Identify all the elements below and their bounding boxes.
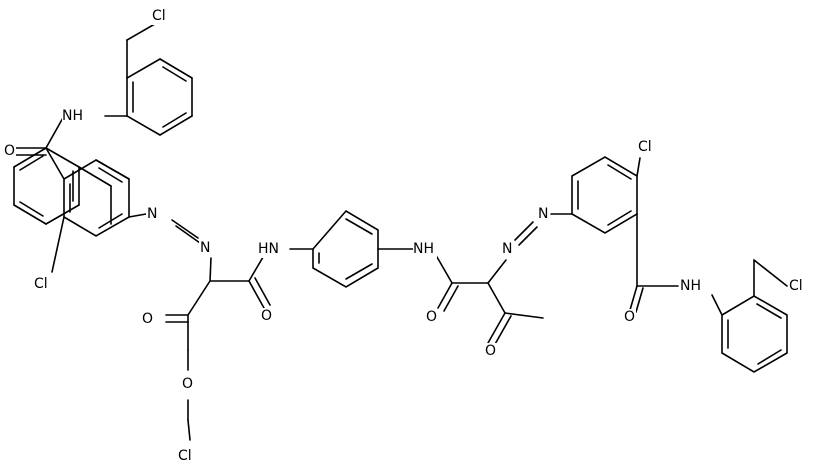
label-o-right-amide: O xyxy=(426,309,437,325)
ring-right-chlorophenyl xyxy=(571,156,638,234)
label-cl-top: Cl xyxy=(152,8,166,24)
ring-left-link-top xyxy=(78,166,112,187)
label-cl-bottom: Cl xyxy=(178,448,192,464)
bond-ring-to-azo xyxy=(128,213,147,218)
label-cl-right-chloromethyl: Cl xyxy=(789,278,803,294)
label-o-ether: O xyxy=(182,376,193,392)
label-o-right-benzamide: O xyxy=(624,309,635,325)
label-nh-center-right: NH xyxy=(413,241,434,257)
ring-top-chloromethylphenyl xyxy=(126,58,193,136)
chain-right xyxy=(436,256,544,347)
bond-ring-to-carbonyl xyxy=(45,147,65,180)
chain-left xyxy=(165,251,271,441)
label-o-left-ketone: O xyxy=(142,311,153,327)
ring-right-chloromethylphenyl xyxy=(721,295,788,373)
chloromethyl-top xyxy=(126,20,161,79)
ring-left-chlorophenyl xyxy=(13,147,80,225)
label-n-azo-right-b: N xyxy=(538,206,548,222)
ring-center-phenylene xyxy=(312,209,379,288)
label-o-right-ketone: O xyxy=(485,343,496,359)
label-hn-center-left: HN xyxy=(258,241,279,257)
amide-right xyxy=(629,285,723,316)
label-cl-right-ring: Cl xyxy=(638,139,652,155)
chloromethyl-right xyxy=(753,259,788,297)
amide-top xyxy=(15,115,128,156)
label-o-top: O xyxy=(4,143,15,159)
azo-left xyxy=(171,219,212,282)
label-n-azo-left-a: N xyxy=(147,206,157,222)
bond-ring-cl xyxy=(51,216,65,273)
atom-labels: Cl NH O Cl N N O O HN O Cl NH O N N O Cl xyxy=(3,8,809,465)
label-o-left-amide: O xyxy=(261,308,272,324)
label-n-azo-right-a: N xyxy=(502,241,512,257)
bond-ring-right-cl xyxy=(636,157,641,177)
azo-right xyxy=(514,213,573,246)
label-nh-top: NH xyxy=(62,108,83,124)
label-nh-right: NH xyxy=(680,278,701,294)
label-cl-left-ring: Cl xyxy=(34,276,48,292)
label-n-azo-left-b: N xyxy=(200,240,210,256)
